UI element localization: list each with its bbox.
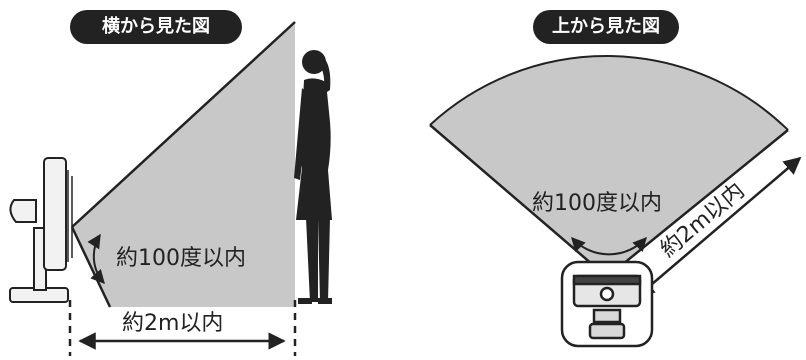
top-outer-arc <box>429 55 789 131</box>
top-distance-arrow <box>636 156 802 298</box>
side-detection-area <box>72 22 295 307</box>
side-view: 約100度以内 約2m以内 <box>9 21 332 356</box>
top-angle-label: 約100度以内 <box>532 191 662 216</box>
person-silhouette-icon <box>294 50 332 304</box>
side-angle-arc <box>87 233 105 285</box>
side-upper-boundary <box>71 21 296 228</box>
fan-device-icon <box>9 157 73 303</box>
top-view-title: 上から見た図 <box>533 10 679 44</box>
sensor-device-icon <box>560 260 654 348</box>
side-distance-label: 約2m以内 <box>122 311 223 336</box>
top-detection-area <box>430 56 788 277</box>
side-angle-label: 約100度以内 <box>116 246 246 271</box>
side-view-title: 横から見た図 <box>70 10 242 44</box>
top-view: 約100度以内 約2m以内 <box>429 55 802 348</box>
